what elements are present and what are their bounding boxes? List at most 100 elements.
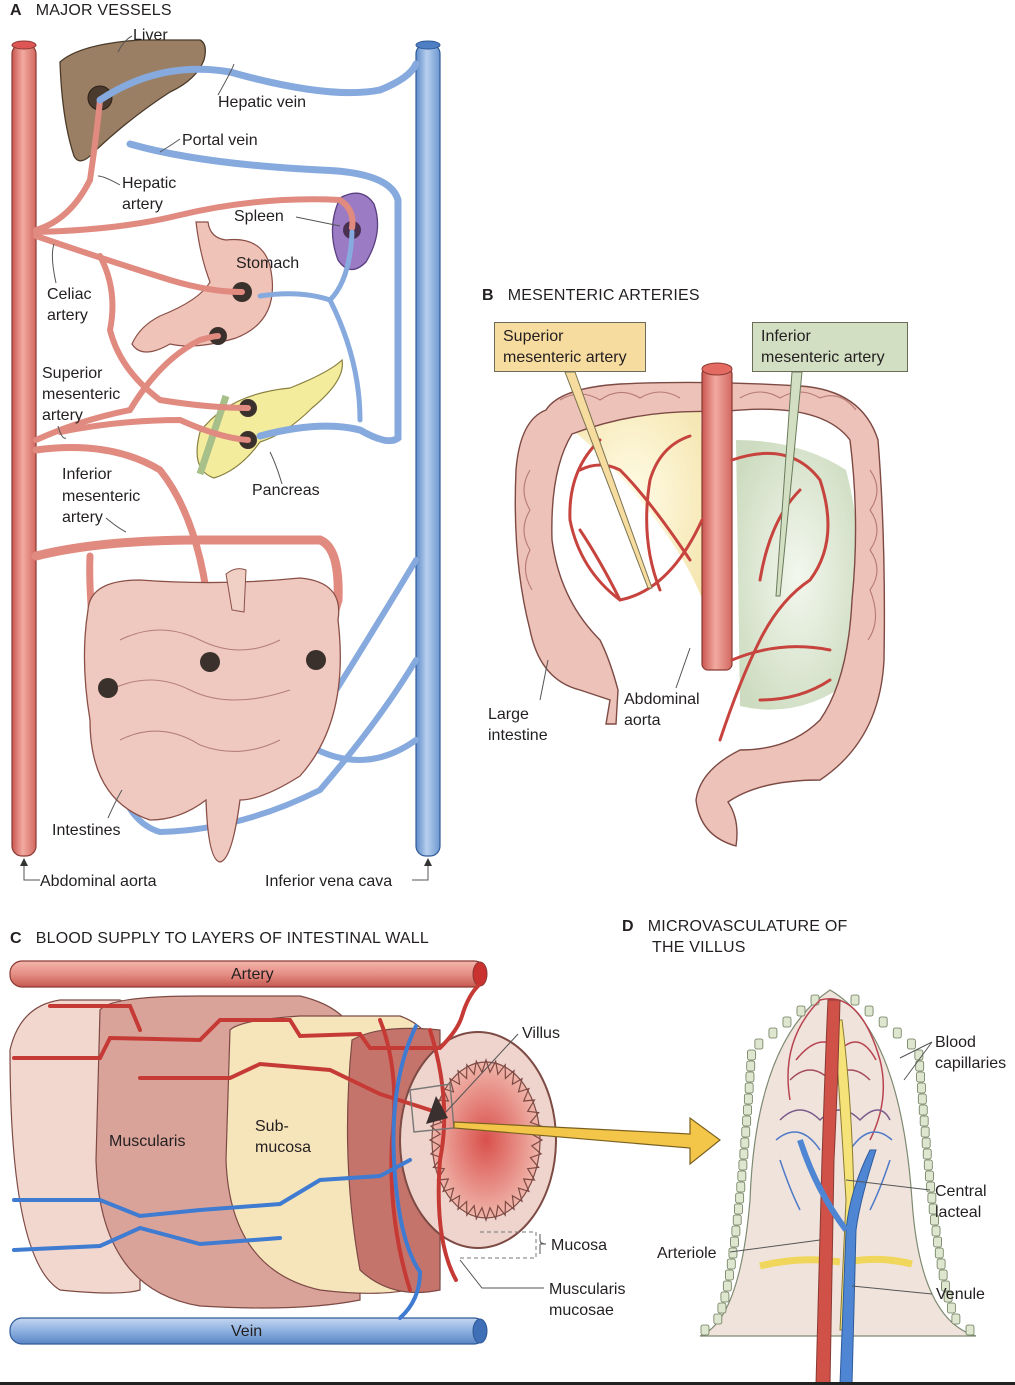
panel-c-title: C BLOOD SUPPLY TO LAYERS OF INTESTINAL WA… <box>10 928 429 949</box>
label-hepatic-artery-line1: Hepatic <box>122 175 177 192</box>
epithelial-cell <box>927 1192 937 1204</box>
epithelial-cell <box>722 1280 732 1292</box>
panel-d-art <box>699 989 977 1385</box>
epithelial-cell <box>737 1170 747 1182</box>
panel-b-letter: B <box>482 287 494 304</box>
epithelial-cell <box>933 1236 942 1248</box>
epithelial-cell <box>744 1082 754 1094</box>
epithelial-cell <box>728 1247 738 1259</box>
label-submucosa-line2: mucosa <box>255 1139 312 1156</box>
label-celiac-artery-line2: artery <box>47 307 88 324</box>
label-muscularis-mucosae-line1: Muscularis <box>549 1281 626 1298</box>
epithelial-cell <box>742 1115 752 1127</box>
epithelial-cell <box>713 1313 723 1325</box>
epithelial-cell <box>738 1159 748 1171</box>
label-blood-capillaries-line2: capillaries <box>935 1055 1007 1072</box>
epithelial-cell <box>934 1247 944 1259</box>
label-mucosa: Mucosa <box>551 1237 608 1254</box>
epithelial-cell <box>951 1313 961 1325</box>
epithelial-cell <box>919 1115 929 1127</box>
label-sma-line2: mesenteric <box>42 386 121 403</box>
inferior-vena-cava-vessel <box>415 43 441 857</box>
epithelial-cell <box>754 1038 764 1050</box>
epithelial-cell <box>732 1214 742 1226</box>
label-artery: Artery <box>231 966 274 983</box>
arteriole-vessel <box>815 999 841 1385</box>
epithelial-cell <box>743 1104 752 1116</box>
label-intestines: Intestines <box>52 822 121 839</box>
epithelial-cell <box>810 994 820 1006</box>
label-central-lacteal-line2: lacteal <box>935 1204 982 1221</box>
epithelial-cell <box>731 1225 741 1237</box>
label-blood-capillaries-line1: Blood <box>935 1034 976 1051</box>
epithelial-cell <box>943 1291 953 1303</box>
callout-sma-line1: Superior <box>503 328 564 345</box>
epithelial-cell <box>864 1005 874 1017</box>
sma-branches <box>568 434 704 602</box>
epithelial-cell <box>920 1126 930 1138</box>
epithelial-cell <box>926 1181 936 1193</box>
label-abdominal-aorta: Abdominal aorta <box>40 873 157 890</box>
epithelial-cell <box>740 1137 750 1149</box>
pancreas-organ <box>196 358 344 479</box>
label-arteriole: Arteriole <box>657 1245 717 1262</box>
intestines-organ <box>83 577 341 863</box>
epithelial-cell <box>735 1192 745 1204</box>
callout-ima-line1: Inferior <box>761 328 811 345</box>
panel-c-art <box>9 960 721 1345</box>
label-sma-line1: Superior <box>42 365 103 382</box>
epithelial-cell <box>878 1016 888 1028</box>
callout-ima-line2: mesenteric artery <box>761 349 885 366</box>
epithelial-cell <box>736 1181 746 1193</box>
label-venule: Venule <box>936 1286 985 1303</box>
label-ima-line1: Inferior <box>62 466 112 483</box>
epithelial-cell <box>941 1280 950 1292</box>
epithelial-cells <box>700 994 975 1336</box>
callout-superior-mesenteric-artery: Superior mesenteric artery <box>494 322 646 372</box>
epithelial-cell <box>726 1258 736 1270</box>
label-celiac-artery-line1: Celiac <box>47 286 92 303</box>
epithelial-cell <box>739 1148 749 1160</box>
panel-d-title-line2: THE VILLUS <box>652 939 746 956</box>
epithelial-cell <box>917 1082 926 1094</box>
epithelial-cell <box>700 1324 710 1336</box>
panel-a-title: A MAJOR VESSELS <box>10 0 172 21</box>
label-b-abdominal-aorta-line1: Abdominal <box>624 691 700 708</box>
epithelial-cell <box>906 1038 916 1050</box>
panel-a-letter: A <box>10 2 22 19</box>
label-ima-line2: mesenteric <box>62 488 141 505</box>
label-hepatic-vein: Hepatic vein <box>218 94 307 111</box>
label-submucosa-line1: Sub- <box>255 1118 289 1135</box>
panel-c-venous-network <box>12 1024 423 1320</box>
epithelial-cell <box>923 1159 933 1171</box>
panel-a-title-text: MAJOR VESSELS <box>35 2 172 19</box>
label-portal-vein: Portal vein <box>182 132 258 149</box>
label-villus: Villus <box>522 1025 560 1042</box>
ima-branches <box>718 451 832 742</box>
epithelial-cell <box>734 1203 743 1215</box>
epithelial-cell <box>850 994 860 1006</box>
panel-c-title-text: BLOOD SUPPLY TO LAYERS OF INTESTINAL WAL… <box>35 930 429 947</box>
epithelial-cell <box>965 1324 975 1336</box>
panel-c-letter: C <box>10 930 22 947</box>
label-large-intestine-line2: intestine <box>488 727 548 744</box>
callout-sma-line2: mesenteric artery <box>503 349 627 366</box>
epithelial-cell <box>746 1060 756 1072</box>
label-pancreas: Pancreas <box>252 482 320 499</box>
epithelial-cell <box>725 1269 734 1281</box>
label-muscularis-mucosae-line2: mucosae <box>549 1302 614 1319</box>
epithelial-cell <box>917 1093 927 1105</box>
epithelial-cell <box>720 1291 730 1303</box>
abdominal-aorta-vessel <box>11 43 37 857</box>
epithelial-cell <box>747 1049 756 1061</box>
label-vein: Vein <box>231 1323 263 1340</box>
panel-b-aorta <box>701 367 733 671</box>
label-ima-line3: artery <box>62 509 103 526</box>
panel-a-art <box>11 35 441 881</box>
epithelial-cell <box>922 1148 932 1160</box>
label-liver: Liver <box>133 27 168 44</box>
label-muscularis: Muscularis <box>109 1133 186 1150</box>
epithelial-cell <box>915 1060 925 1072</box>
